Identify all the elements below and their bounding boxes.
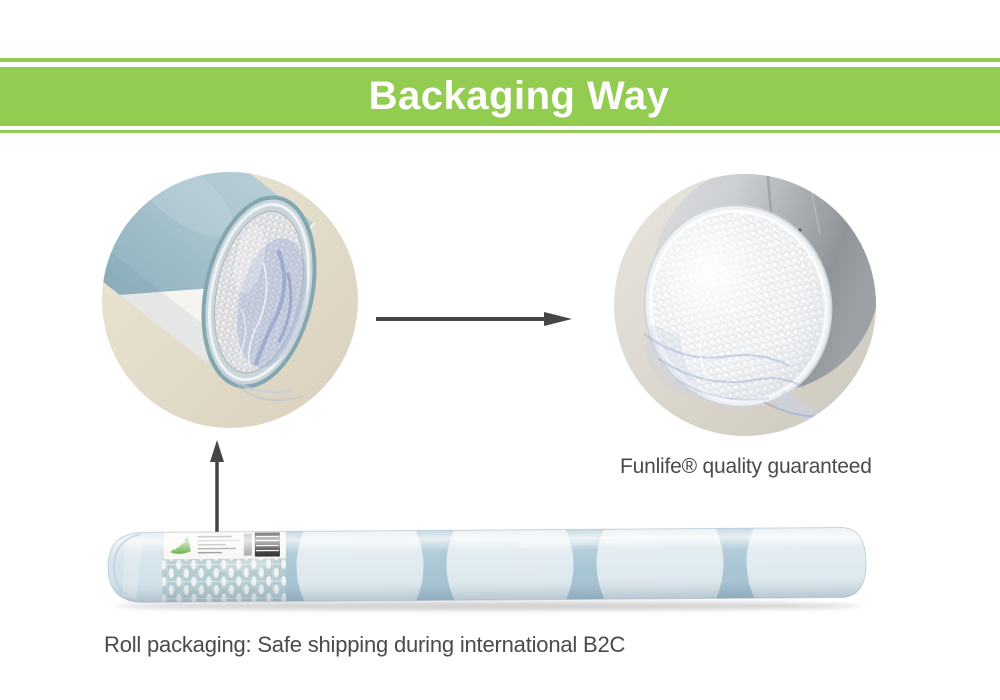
right-photo-circle — [614, 174, 876, 436]
packaged-roll-image — [107, 527, 867, 611]
foam-plug-photo — [614, 174, 876, 436]
banner-title: Backaging Way — [368, 74, 670, 118]
right-arrow-icon — [374, 310, 574, 328]
roll-caption: Roll packaging: Safe shipping during int… — [104, 632, 626, 657]
wrapped-roll-end-photo — [102, 172, 358, 428]
left-photo-circle — [102, 172, 358, 428]
quality-caption: Funlife® quality guaranteed — [620, 455, 872, 478]
up-arrow-icon — [208, 438, 226, 536]
banner — [0, 67, 1000, 126]
banner-bottom-rule — [0, 130, 1000, 133]
roll-photo — [100, 520, 880, 620]
banner-top-rule — [0, 58, 1000, 62]
